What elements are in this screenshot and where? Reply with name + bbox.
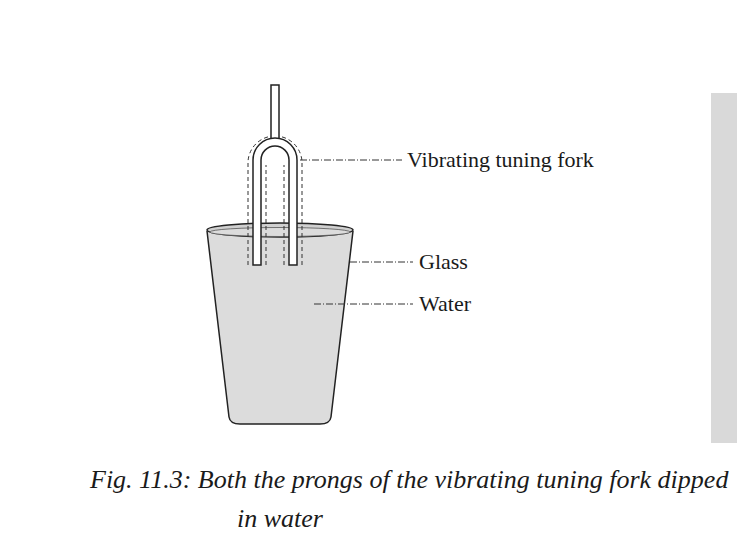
- leader-lines: [300, 160, 413, 304]
- fork-prongs: [253, 138, 297, 265]
- part-label: Water: [419, 291, 471, 317]
- side-bar: [711, 93, 737, 443]
- part-label: Glass: [419, 249, 468, 275]
- glass-outline: [207, 231, 353, 424]
- water-surface: [210, 228, 350, 237]
- glass-rim: [207, 223, 353, 237]
- figure-caption: Fig. 11.3: Both the prongs of the vibrat…: [90, 460, 741, 538]
- vibration-lines: [248, 136, 302, 265]
- fork-stem: [271, 85, 279, 141]
- part-label: Vibrating tuning fork: [407, 147, 594, 173]
- water: [207, 231, 353, 424]
